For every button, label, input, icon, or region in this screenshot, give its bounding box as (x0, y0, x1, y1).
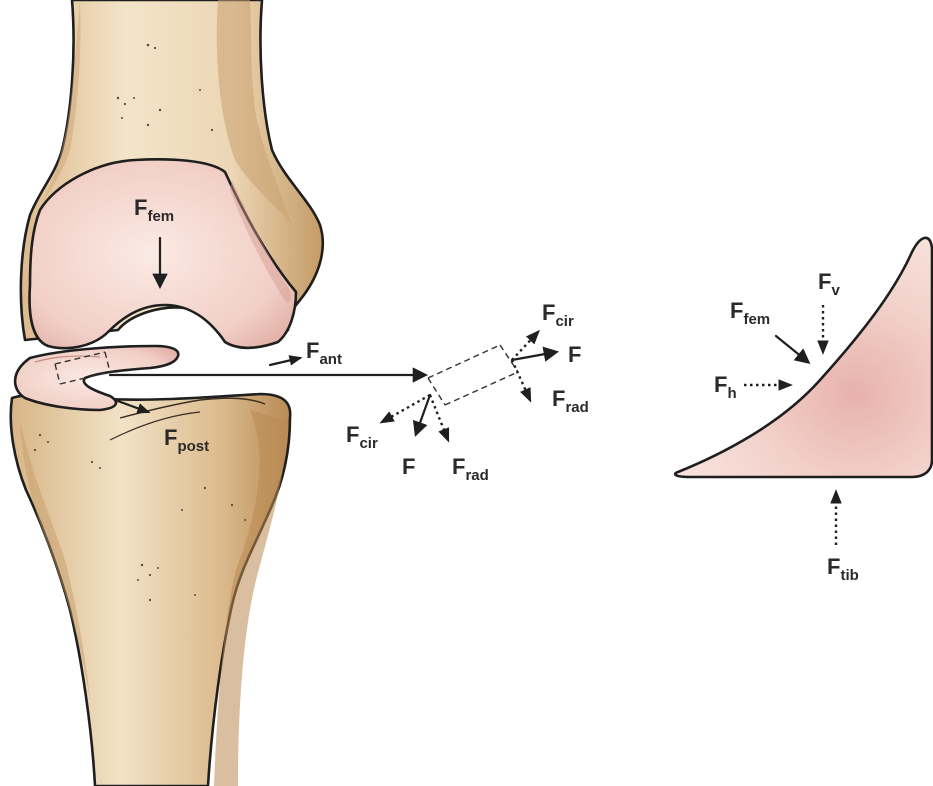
label-f-cir-top: Fcir (542, 300, 574, 330)
label-f-h: Fh (714, 372, 737, 402)
label-f-tib: Ftib (827, 554, 859, 584)
tibia (11, 394, 290, 786)
meniscus-element (382, 332, 556, 440)
f-ant-arrow (270, 358, 300, 365)
f-fem-wedge-arrow (776, 336, 808, 362)
label-f-cir-bottom: Fcir (346, 422, 378, 452)
label-f-v: Fv (818, 269, 840, 299)
label-f-fem-wedge: Ffem (730, 298, 770, 328)
label-f-rad-right: Frad (552, 386, 589, 416)
label-f-bottom: F (402, 454, 415, 479)
label-f-right: F (568, 342, 581, 367)
label-f-ant: Fant (306, 338, 342, 368)
label-f-rad-bottom: Frad (452, 454, 489, 484)
